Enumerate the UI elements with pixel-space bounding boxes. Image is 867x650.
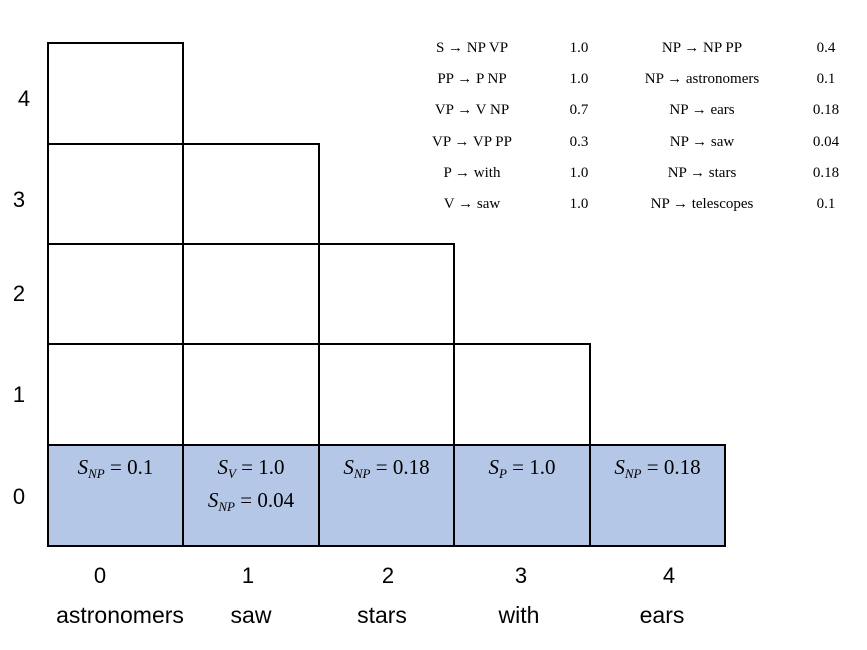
grammar-rule: P → with (443, 165, 501, 181)
rule-probability: 0.18 (812, 165, 840, 181)
grammar-rule: VP → V NP (434, 102, 510, 118)
chart-cell-level0-col3: SP = 1.0 (453, 444, 591, 547)
column-index-1: 1 (241, 563, 255, 588)
grammar-rule: NP → ears (669, 102, 735, 118)
chart-cell-level2-col0 (47, 243, 184, 345)
score-equals: = (506, 455, 530, 479)
score-equals: = (235, 455, 259, 479)
score-symbol: S (614, 455, 625, 479)
word-with: with (498, 602, 540, 628)
rule-probability: 1.0 (569, 196, 589, 212)
score-value: 1.0 (258, 455, 285, 479)
word-saw: saw (230, 602, 272, 628)
rule-probability: 0.7 (569, 102, 589, 118)
grammar-rule: NP → telescopes (650, 196, 754, 212)
score-symbol: S (488, 455, 499, 479)
rule-probability: 0.4 (816, 40, 836, 56)
score-entry: SNP = 0.18 (591, 454, 724, 487)
chart-cell-level0-col4: SNP = 0.18 (589, 444, 726, 547)
row-label-2: 2 (12, 281, 26, 306)
grammar-rule: PP → P NP (437, 71, 507, 87)
score-symbol: S (217, 455, 228, 479)
score-value: 0.1 (127, 455, 154, 479)
chart-cell-level0-col2: SNP = 0.18 (318, 444, 455, 547)
cell-score-text: SNP = 0.18 (591, 454, 724, 487)
row-label-4: 4 (17, 86, 31, 111)
score-equals: = (370, 455, 393, 479)
chart-cell-level3-col1 (182, 143, 320, 245)
chart-cell-level4-col0 (47, 42, 184, 145)
score-symbol: S (207, 488, 219, 512)
score-subscript: NP (353, 466, 371, 481)
rule-probability: 1.0 (569, 40, 589, 56)
grammar-rule: VP → VP PP (432, 134, 512, 150)
rule-probability: 1.0 (569, 165, 589, 181)
score-equals: = (641, 455, 664, 479)
score-value: 0.18 (392, 455, 430, 479)
grammar-rule: NP → stars (667, 165, 737, 181)
rule-probability: 0.1 (816, 71, 836, 87)
word-stars: stars (357, 602, 407, 628)
score-entry: SV = 1.0 (184, 454, 318, 487)
chart-cell-level1-col1 (182, 343, 320, 446)
chart-cell-level3-col0 (47, 143, 184, 245)
score-value: 0.18 (663, 455, 701, 479)
grammar-rule: NP → astronomers (644, 71, 760, 87)
score-entry: SP = 1.0 (455, 454, 589, 487)
score-subscript: NP (218, 499, 236, 514)
rule-probability: 0.1 (816, 196, 836, 212)
cell-score-text: SP = 1.0 (455, 454, 589, 487)
score-subscript: P (498, 466, 507, 481)
rule-probability: 0.3 (569, 134, 589, 150)
score-equals: = (104, 455, 128, 479)
score-subscript: NP (624, 466, 642, 481)
score-symbol: S (343, 455, 354, 479)
chart-cell-level0-col0: SNP = 0.1 (47, 444, 184, 547)
word-ears: ears (639, 602, 685, 628)
chart-cell-level1-col0 (47, 343, 184, 446)
row-label-1: 1 (12, 382, 26, 407)
row-label-0: 0 (12, 484, 26, 509)
score-value: 1.0 (529, 455, 556, 479)
chart-cell-level1-col2 (318, 343, 455, 446)
word-astronomers: astronomers (56, 602, 184, 628)
score-symbol: S (77, 455, 89, 479)
grammar-rule: V → saw (443, 196, 501, 212)
column-index-0: 0 (93, 563, 107, 588)
rule-probability: 0.04 (812, 134, 840, 150)
score-equals: = (235, 488, 258, 512)
score-entry: SNP = 0.18 (320, 454, 453, 487)
column-index-4: 4 (662, 563, 676, 588)
cell-score-text: SNP = 0.1 (49, 454, 182, 487)
score-entry: SNP = 0.04 (184, 487, 318, 520)
column-index-2: 2 (381, 563, 395, 588)
score-entry: SNP = 0.1 (49, 454, 182, 487)
score-subscript: NP (88, 466, 105, 481)
rule-probability: 1.0 (569, 71, 589, 87)
chart-cell-level1-col3 (453, 343, 591, 446)
rule-probability: 0.18 (812, 102, 840, 118)
column-index-3: 3 (514, 563, 528, 588)
cell-score-text: SNP = 0.18 (320, 454, 453, 487)
grammar-rule: S → NP VP (435, 40, 509, 56)
grammar-rule: NP → saw (669, 134, 735, 150)
chart-cell-level2-col2 (318, 243, 455, 345)
row-label-3: 3 (12, 187, 26, 212)
grammar-rule: NP → NP PP (661, 40, 743, 56)
score-value: 0.04 (257, 488, 295, 512)
chart-cell-level2-col1 (182, 243, 320, 345)
score-subscript: V (227, 466, 236, 481)
